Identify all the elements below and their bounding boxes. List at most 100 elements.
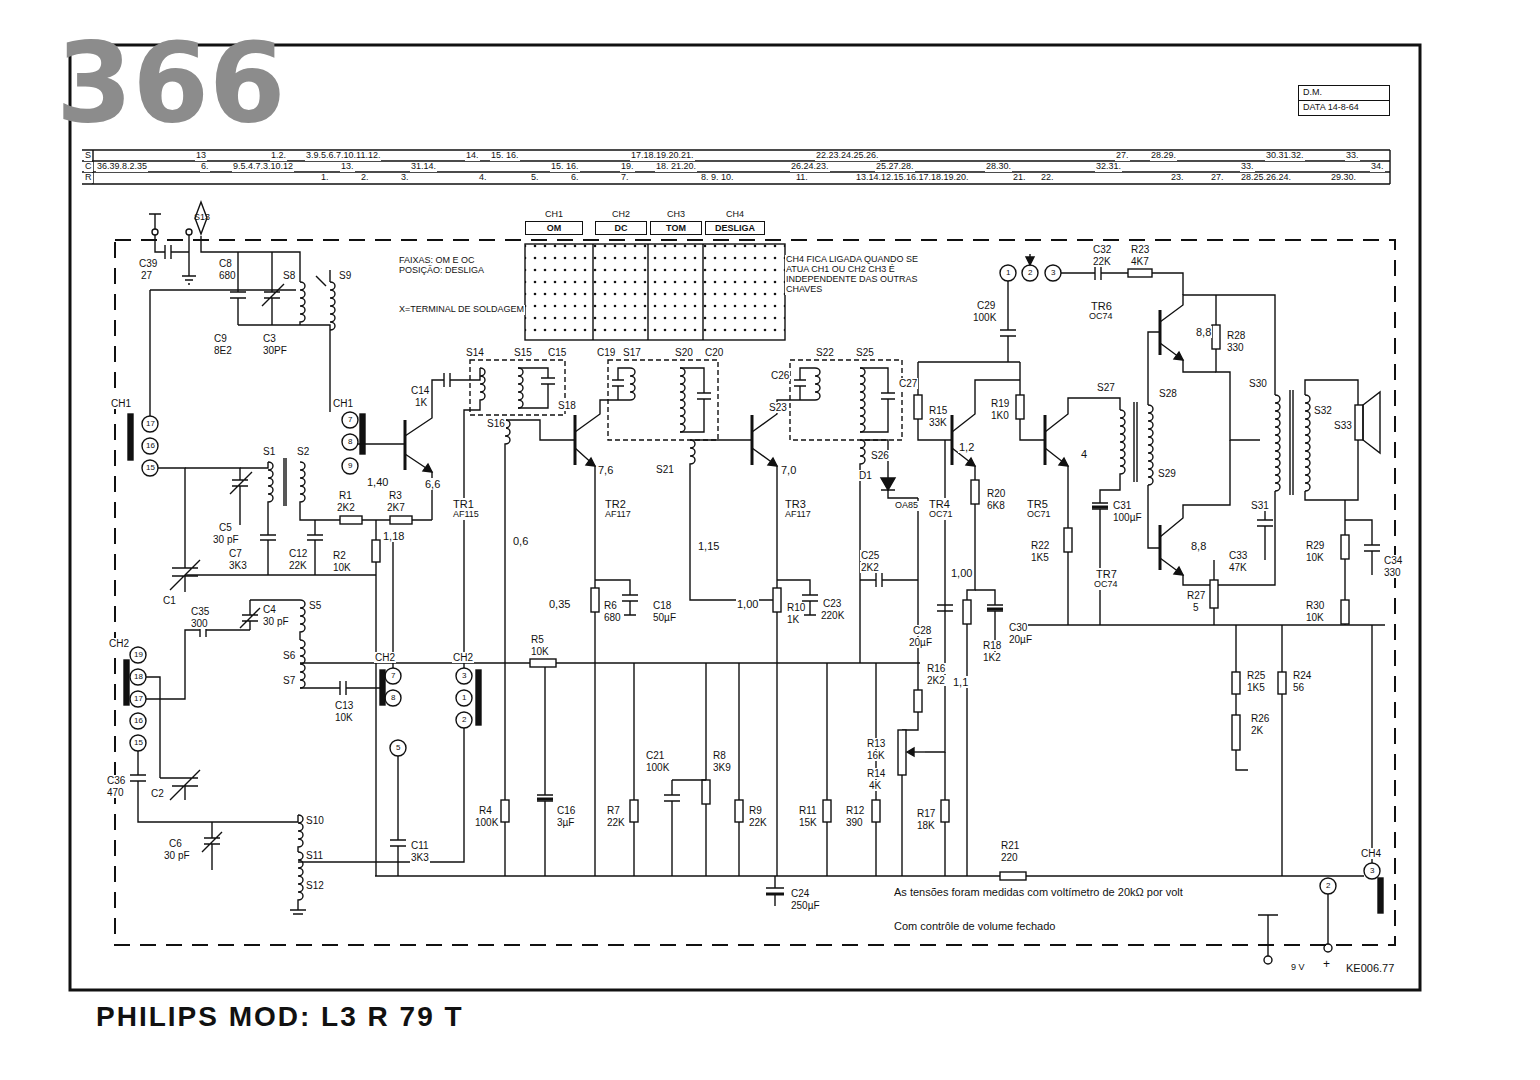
component-label: C5 <box>218 522 233 533</box>
switch-position: DESLIGA <box>705 221 765 235</box>
schematic-line <box>392 530 393 668</box>
component-label: C12 <box>288 548 308 559</box>
component-label: R30 <box>1305 600 1325 611</box>
component-label: Com contrôle de volume fechado <box>893 920 1056 932</box>
component-label: 30PF <box>262 345 288 356</box>
switch-grid <box>525 244 785 340</box>
component-label: 1,18 <box>382 530 405 542</box>
component-label: S8 <box>282 270 296 281</box>
schematic-line <box>751 415 754 465</box>
switch-heading: CH1 <box>525 210 583 220</box>
component-label: 30 pF <box>212 534 240 545</box>
component-label: CH1 <box>110 398 132 409</box>
component-label: R11 <box>798 805 818 816</box>
component-label: CH2 <box>374 652 396 663</box>
component-label: R21 <box>1000 840 1020 851</box>
schematic-line <box>185 468 252 525</box>
title-block: D.M. DATA 14-8-64 <box>1298 85 1390 116</box>
cross-reference-number: 1.2. <box>270 151 287 161</box>
component-label: 10K <box>332 562 352 573</box>
component-label: AF117 <box>604 510 632 520</box>
pin-number: 3 <box>462 672 466 680</box>
pin-number: 7 <box>348 416 352 424</box>
component-label: R7 <box>606 805 621 816</box>
component-label: 1,1 <box>952 676 969 688</box>
component-label: 10K <box>1305 552 1325 563</box>
schematic-line <box>1000 265 1016 281</box>
schematic-line <box>342 434 358 450</box>
schematic-line <box>823 800 831 822</box>
cross-reference-number: 13. <box>340 162 355 172</box>
cross-reference-number: 29.30. <box>1330 173 1357 183</box>
cross-reference-number: 23. <box>1170 173 1185 183</box>
component-label: C14 <box>410 385 430 396</box>
cross-reference-number: 28.30. <box>985 162 1012 172</box>
cross-reference-number: 31.14. <box>410 162 437 172</box>
schematic-line <box>1275 395 1280 491</box>
schematic-line <box>1257 505 1273 560</box>
terminal-circles <box>130 265 1380 894</box>
schematic-line <box>146 623 250 699</box>
component-label: S2 <box>296 446 310 457</box>
schematic-line <box>155 235 196 284</box>
component-label: OC71 <box>1026 510 1052 520</box>
pin-number: 15 <box>146 464 155 472</box>
schematic-line <box>128 414 133 460</box>
audio-stages <box>375 254 1385 964</box>
schematic-line <box>898 730 906 775</box>
schematic-line <box>1022 265 1038 281</box>
schematic-line <box>937 605 953 611</box>
component-label: 470 <box>106 787 125 798</box>
component-label: C39 <box>138 258 158 269</box>
component-label: 1K0 <box>990 410 1010 421</box>
schematic-line <box>518 368 523 408</box>
schematic-line <box>766 893 784 896</box>
component-label: C13 <box>334 700 354 711</box>
cross-reference-number: 33. <box>1240 162 1255 172</box>
component-label: 3K9 <box>712 762 732 773</box>
schematic-line <box>1341 600 1349 624</box>
component-label: TR6 <box>1090 300 1113 312</box>
note-text: FAIXAS: OM E OC POSIÇÃO: DESLIGA <box>398 256 510 276</box>
schematic-line <box>690 440 775 600</box>
cross-reference-number: 19. <box>620 162 635 172</box>
component-label: 5 <box>1192 602 1200 613</box>
cross-reference-number: 18. 21.20. <box>655 162 697 172</box>
switch-position-box: CH2DC <box>595 210 647 235</box>
component-label: C30 <box>1008 622 1028 633</box>
component-label: C36 <box>106 775 126 786</box>
schematic-line <box>1341 535 1349 559</box>
component-label: 10K <box>530 646 550 657</box>
short-wave-section <box>124 530 481 914</box>
component-label: C32 <box>1092 244 1112 255</box>
schematic-line <box>1305 380 1358 500</box>
component-label: 1,40 <box>366 476 389 488</box>
schematic-line <box>130 713 146 729</box>
title-block-row: DATA 14-8-64 <box>1299 100 1389 115</box>
cross-reference-number: 22. <box>1040 173 1055 183</box>
switch-position: TOM <box>650 221 702 235</box>
title-block-text: D.M. <box>1303 87 1322 97</box>
schematic-line <box>860 368 865 432</box>
component-label: 680 <box>218 270 237 281</box>
pin-number: 17 <box>134 695 143 703</box>
schematic-line <box>342 458 358 474</box>
schematic-line <box>575 400 630 432</box>
schematic-line <box>329 270 330 412</box>
schematic <box>70 45 1420 990</box>
component-label: 47K <box>1228 562 1248 573</box>
cross-reference-number: 9.5.4.7.3.10.12 <box>232 162 294 172</box>
schematic-line <box>260 535 276 575</box>
schematic-line <box>1100 410 1125 503</box>
pin-number: 5 <box>396 744 400 752</box>
pin-number: 2 <box>1028 269 1032 277</box>
schematic-line <box>501 800 509 822</box>
schematic-line <box>385 690 401 706</box>
component-label: 27 <box>140 270 153 281</box>
chassis-outline <box>115 240 1395 945</box>
component-label: 1,2 <box>958 441 975 453</box>
schematic-line <box>142 438 158 454</box>
schematic-line <box>1045 265 1061 281</box>
component-label: R13 <box>866 738 886 749</box>
schematic-line <box>238 325 330 330</box>
